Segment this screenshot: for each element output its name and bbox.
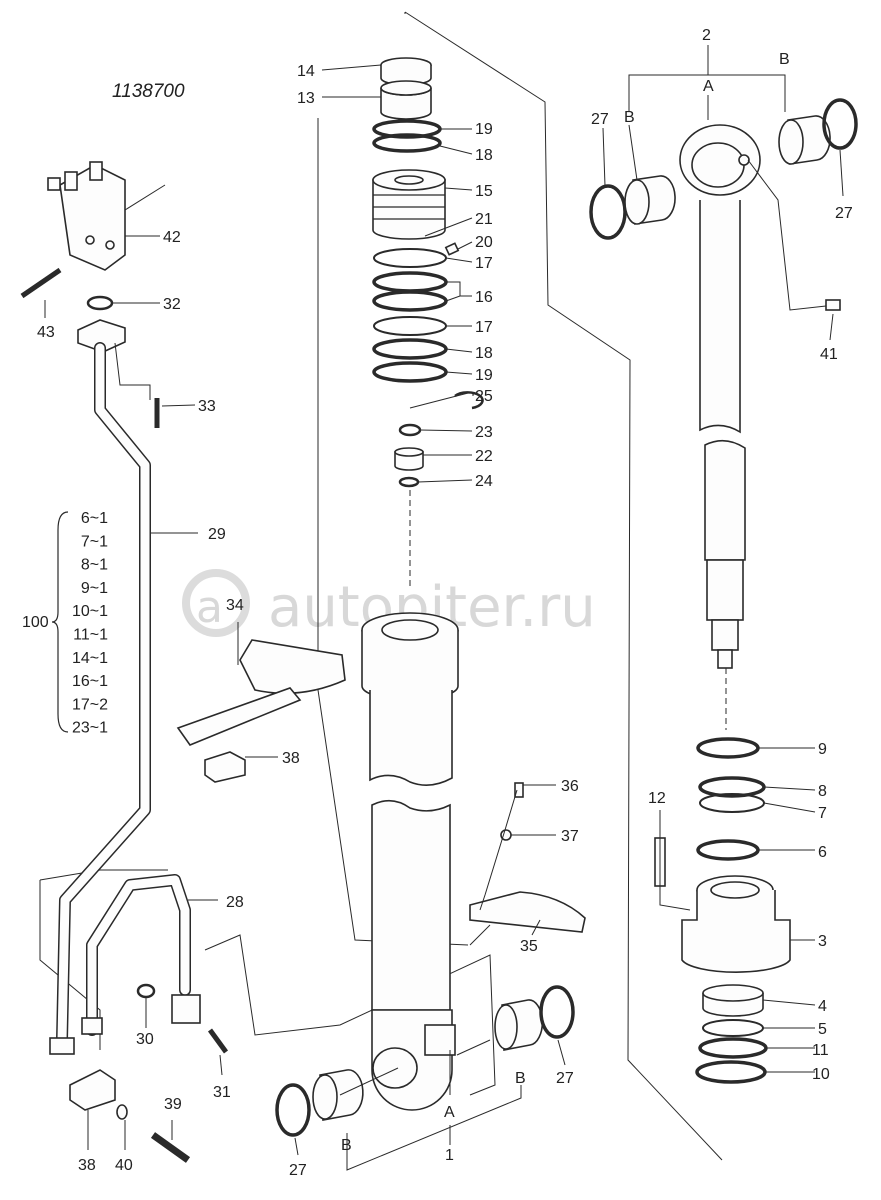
label-41: 41 — [820, 346, 838, 363]
label-31: 31 — [213, 1084, 231, 1101]
label-10: 10 — [812, 1066, 830, 1083]
kit-item: 7~1 — [81, 533, 108, 550]
label-17b: 17 — [475, 319, 493, 336]
label-4: 4 — [818, 998, 827, 1015]
rod-pin-parts — [589, 98, 858, 311]
label-42: 42 — [163, 229, 181, 246]
label-43: 43 — [37, 324, 55, 341]
cylinder-rod — [679, 124, 761, 730]
kit-list: 100 6~1 7~1 8~1 9~1 10~1 11~1 14~1 16~1 17~2 23~1 — [22, 510, 108, 737]
label-33: 33 — [198, 398, 216, 415]
label-17: 17 — [475, 255, 493, 272]
kit-item: 11~1 — [73, 627, 108, 644]
svg-text:a: a — [196, 582, 223, 633]
label-20: 20 — [475, 234, 493, 251]
label-27-rod-left: 27 — [591, 111, 609, 128]
label-B-rod-left: B — [624, 109, 635, 126]
label-35: 35 — [520, 938, 538, 955]
label-18b: 18 — [475, 345, 493, 362]
label-23: 23 — [475, 424, 493, 441]
label-38-bottom: 38 — [78, 1157, 96, 1174]
kit-item: 10~1 — [72, 603, 108, 620]
label-38-top: 38 — [282, 750, 300, 767]
label-2: 2 — [702, 27, 711, 44]
label-9: 9 — [818, 741, 827, 758]
label-19: 19 — [475, 121, 493, 138]
label-3: 3 — [818, 933, 827, 950]
label-5: 5 — [818, 1021, 827, 1038]
label-14: 14 — [297, 63, 315, 80]
kit-item: 16~1 — [72, 673, 108, 690]
label-21: 21 — [475, 211, 493, 228]
label-6: 6 — [818, 844, 827, 861]
label-18: 18 — [475, 147, 493, 164]
kit-number: 100 — [22, 614, 49, 631]
label-34: 34 — [226, 597, 244, 614]
label-22: 22 — [475, 448, 493, 465]
kit-item: 8~1 — [81, 557, 108, 574]
leader-lines — [44, 45, 844, 1171]
label-27-rod-right: 27 — [835, 205, 853, 222]
valve-and-piping — [20, 161, 586, 1163]
label-1: 1 — [445, 1147, 454, 1164]
drawing-number: 1138700 — [112, 81, 185, 102]
kit-item: 14~1 — [72, 650, 108, 667]
label-29: 29 — [208, 526, 226, 543]
kit-item: 9~1 — [81, 580, 108, 597]
cylinder-tube — [361, 612, 459, 1111]
label-B-rod-right: B — [779, 51, 790, 68]
label-11: 11 — [812, 1042, 829, 1059]
label-B-tube-left: B — [341, 1137, 352, 1154]
label-40: 40 — [115, 1157, 133, 1174]
kit-item: 6~1 — [81, 510, 108, 527]
label-30: 30 — [136, 1031, 154, 1048]
kit-item: 17~2 — [72, 696, 108, 713]
label-37: 37 — [561, 828, 579, 845]
label-27-tube-right: 27 — [556, 1070, 574, 1087]
label-32: 32 — [163, 296, 181, 313]
tube-pin-parts — [275, 985, 575, 1137]
label-A-tube: A — [444, 1104, 455, 1121]
label-25: 25 — [475, 388, 493, 405]
part-labels: 14 13 19 18 15 21 20 17 16 17 18 19 25 2… — [37, 27, 853, 1179]
label-15: 15 — [475, 183, 493, 200]
label-12: 12 — [648, 790, 666, 807]
label-13: 13 — [297, 90, 315, 107]
label-A-rod: A — [703, 78, 714, 95]
label-19b: 19 — [475, 367, 493, 384]
piston-stack — [372, 57, 484, 590]
label-B-tube-right: B — [515, 1070, 526, 1087]
label-28: 28 — [226, 894, 244, 911]
label-16: 16 — [475, 289, 493, 306]
label-8: 8 — [818, 783, 827, 800]
kit-item: 23~1 — [72, 720, 108, 737]
head-parts — [654, 737, 791, 1084]
label-7: 7 — [818, 805, 827, 822]
label-39: 39 — [164, 1096, 182, 1113]
label-36: 36 — [561, 778, 579, 795]
label-27-tube-left: 27 — [289, 1162, 307, 1179]
label-24: 24 — [475, 473, 493, 490]
